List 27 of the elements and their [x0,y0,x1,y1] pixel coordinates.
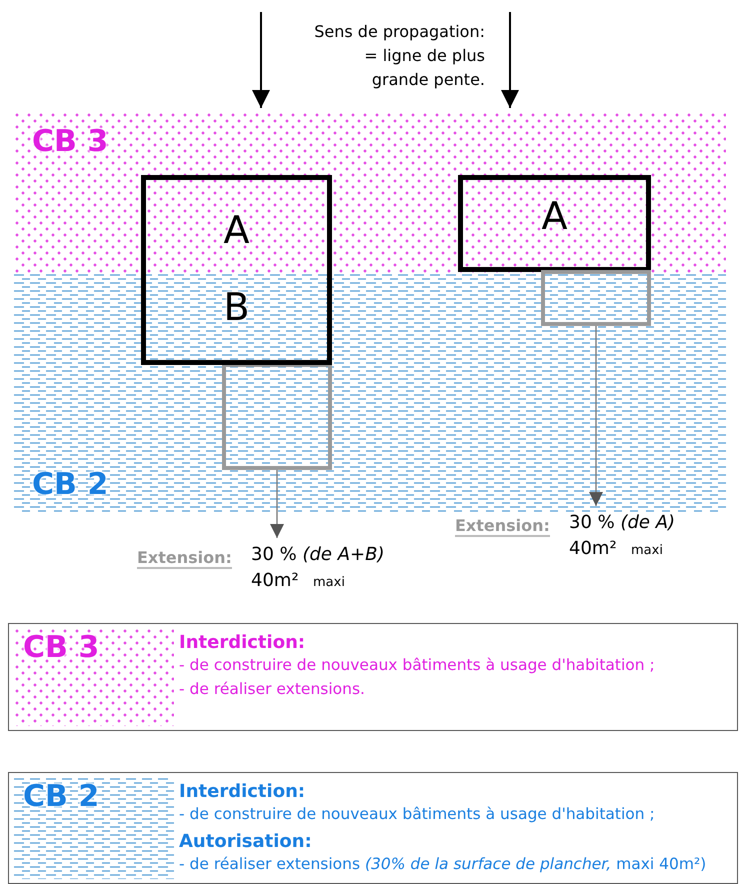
building-letter: A [540,194,568,238]
leader-line [589,326,603,506]
legend-panel [8,772,738,884]
extension-outline [222,363,332,470]
note-text: maxi [631,543,663,558]
zone-label: CB 3 [32,124,108,159]
zone-label: CB 3 [23,630,100,665]
building-outline [141,175,332,365]
note-text: maxi [313,575,345,590]
rule-heading: Interdiction: [179,781,306,802]
note-text: 40m² [569,538,617,559]
leader-line [270,470,284,538]
extension-label: Extension: [137,548,232,569]
rule-text: - de construire de nouveaux bâtiments à usage d'habitation ; [179,656,655,674]
rule-heading: Autorisation: [179,831,312,852]
extension-outline [541,270,651,326]
legend-panel [8,623,738,731]
rule-text: - de construire de nouveaux bâtiments à usage d'habitation ; [179,805,655,823]
rule-heading: Interdiction: [179,632,306,653]
extension-label: Extension: [455,516,550,537]
rule-text: - de réaliser extensions (30% de la surface de plancher, maxi 40m²) [179,855,706,873]
rule-text: - de réaliser extensions. [179,680,365,698]
building-letter: A [222,208,250,252]
note-text: 30 % (de A+B) [251,544,384,565]
note-text: 40m² [251,570,299,591]
propagation-note: Sens de propagation: = ligne de plus grande pente. [313,21,485,91]
note-text: 30 % (de A) [569,512,676,533]
